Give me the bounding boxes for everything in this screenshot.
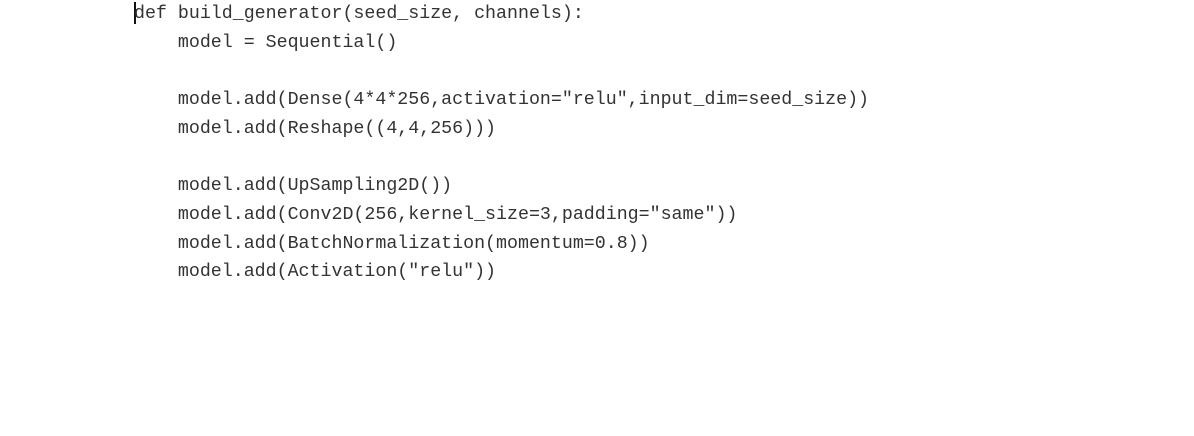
code-line[interactable] bbox=[134, 57, 1174, 86]
text-caret bbox=[134, 2, 136, 24]
code-line[interactable]: model.add(Reshape((4,4,256))) bbox=[134, 118, 497, 139]
code-line[interactable]: model.add(UpSampling2D()) bbox=[134, 176, 453, 197]
code-line[interactable]: model.add(Dense(4*4*256,activation="relu… bbox=[134, 90, 870, 111]
code-line[interactable]: def build_generator(seed_size, channels)… bbox=[134, 4, 584, 24]
code-line[interactable]: model.add(Conv2D(256,kernel_size=3,paddi… bbox=[134, 204, 738, 225]
code-line[interactable]: model = Sequential() bbox=[134, 32, 398, 53]
code-area[interactable]: def build_generator(seed_size, channels)… bbox=[134, 0, 1174, 300]
code-line[interactable]: model.add(BatchNormalization(momentum=0.… bbox=[134, 233, 650, 254]
code-line[interactable]: model.add(Activation("relu")) bbox=[134, 262, 497, 283]
code-line[interactable] bbox=[134, 143, 1174, 172]
